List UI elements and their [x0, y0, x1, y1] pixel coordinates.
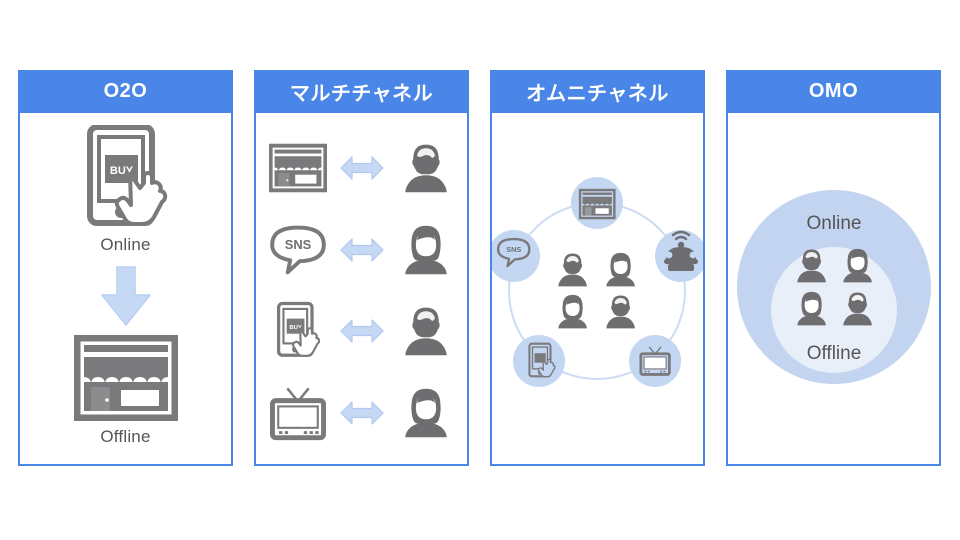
- multi-channel-rows: SNS: [256, 123, 467, 458]
- sns-label: SNS: [506, 245, 521, 254]
- multi-channel-row: BUY: [256, 295, 467, 367]
- person-female-icon: [558, 294, 587, 329]
- panel-o2o-body: BUY Online: [18, 113, 233, 466]
- store-icon: [73, 335, 178, 421]
- store-icon: [578, 188, 616, 220]
- person-female-icon: [842, 248, 872, 283]
- panel-omo-body: Online: [726, 113, 941, 466]
- buy-label: BUY: [289, 325, 302, 331]
- person-male-icon: [558, 253, 587, 287]
- multi-channel-row: SNS: [256, 214, 467, 286]
- person-female-icon: [796, 291, 826, 326]
- multi-channel-row: [256, 132, 467, 204]
- buy-label: BUY: [109, 165, 133, 177]
- panel-omo-header: OMO: [726, 70, 941, 113]
- omo-offline-label: Offline: [806, 343, 861, 364]
- tablet-buy-hand-icon: BUY: [267, 300, 329, 362]
- panel-multi-channel: マルチチャネル: [254, 70, 469, 466]
- person-female-icon: [606, 252, 635, 287]
- double-arrow-icon: [337, 399, 387, 427]
- person-female-icon: [395, 219, 457, 281]
- store-icon: [267, 137, 329, 199]
- person-male-icon: [606, 295, 635, 329]
- omni-node-telephone: [655, 230, 703, 282]
- omni-node-tv: [629, 335, 681, 387]
- person-female-icon: [395, 382, 457, 444]
- omni-center-people: [558, 252, 635, 329]
- double-arrow-icon: [337, 154, 387, 182]
- o2o-online-label: Online: [100, 235, 151, 254]
- multi-channel-row: [256, 377, 467, 449]
- double-arrow-icon: [337, 236, 387, 264]
- tablet-buy-hand-icon: [528, 342, 556, 378]
- panel-omni-channel: オムニチャネル: [490, 70, 705, 466]
- person-male-icon: [796, 249, 826, 283]
- tv-icon: [639, 346, 671, 376]
- sns-bubble-icon: SNS: [496, 237, 531, 268]
- panel-omni-channel-body: SNS: [490, 113, 705, 466]
- tablet-buy-hand-icon: BUY: [74, 125, 178, 231]
- telephone-icon: [664, 230, 698, 271]
- omo-online-label: Online: [806, 213, 861, 234]
- omo-diagram: Online: [728, 127, 939, 457]
- omni-channel-diagram: SNS: [492, 131, 703, 451]
- o2o-stack: BUY Online: [20, 125, 231, 447]
- panel-omo: OMO Online: [726, 70, 941, 466]
- panel-o2o-header: O2O: [18, 70, 233, 113]
- panel-multi-channel-body: SNS: [254, 113, 469, 466]
- person-male-icon: [395, 300, 457, 362]
- panel-omni-channel-header: オムニチャネル: [490, 70, 705, 113]
- sns-label: SNS: [284, 237, 311, 252]
- o2o-offline-label: Offline: [100, 427, 151, 446]
- person-male-icon: [395, 137, 457, 199]
- omni-node-tablet: [513, 335, 565, 387]
- double-arrow-icon: [337, 317, 387, 345]
- sns-bubble-icon: SNS: [267, 219, 329, 281]
- tv-icon: [267, 382, 329, 444]
- omni-node-store: [571, 177, 623, 229]
- omni-node-sns: SNS: [492, 230, 540, 282]
- panel-o2o: O2O BUY Online: [18, 70, 233, 466]
- down-arrow-icon: [100, 265, 152, 327]
- person-male-icon: [842, 292, 872, 326]
- omo-center-people: [796, 248, 872, 326]
- panel-multi-channel-header: マルチチャネル: [254, 70, 469, 113]
